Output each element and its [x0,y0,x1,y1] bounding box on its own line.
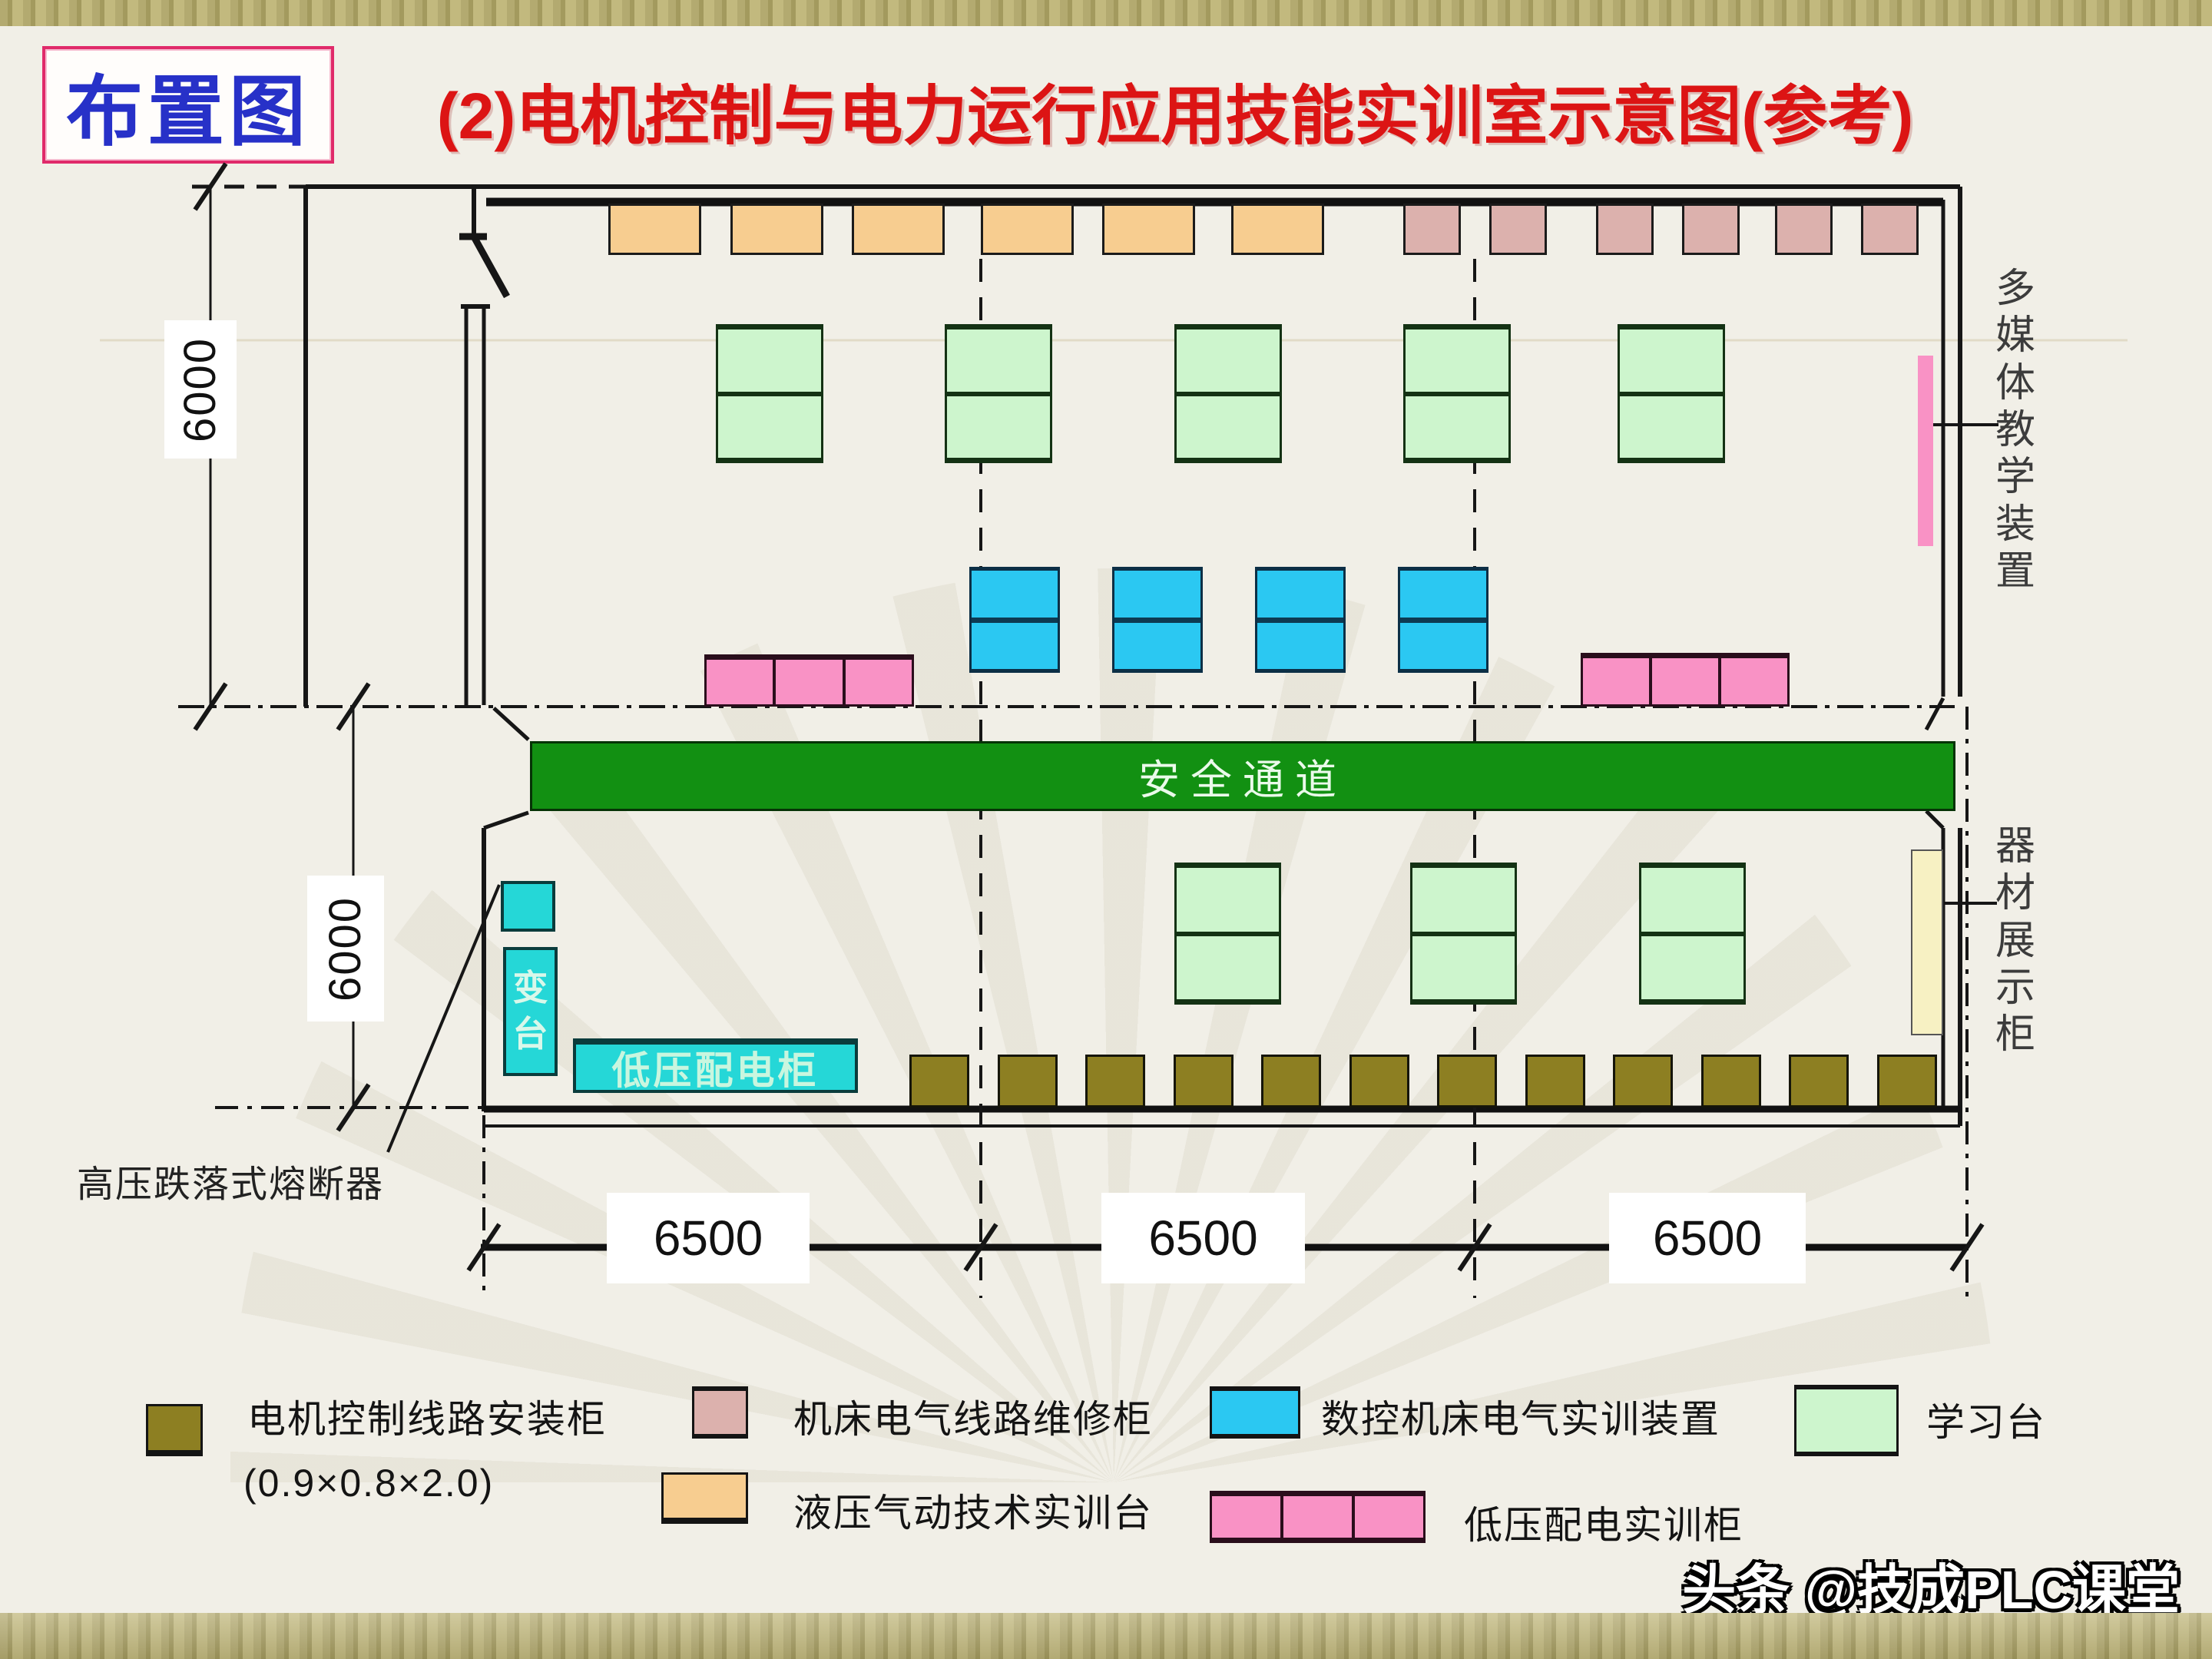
multimedia-device-bar [1918,356,1933,546]
study-table [1410,863,1517,1005]
legend-swatch-cnc-unit [1210,1386,1300,1439]
lv-cell [707,660,773,704]
page-title: (2)电机控制与电力运行应用技能实训室示意图(参考) [436,80,1914,152]
legend-swatch-study-table [1794,1385,1899,1456]
study-table [1639,863,1746,1005]
motor-control-cabinet [1789,1055,1849,1108]
hv-fuse-box [501,881,555,932]
cnc-unit [969,567,1060,673]
lv-training-cabinet [704,654,914,707]
motor-control-cabinet [1349,1055,1409,1108]
legend-label-motor-cabinet: 电机控制线路安装柜 [247,1398,607,1441]
motor-control-cabinet [1701,1055,1761,1108]
dim-6500-bay2: 6500 [1101,1193,1305,1283]
repair-cabinet [1403,204,1461,255]
hydraulic-bench [730,204,823,255]
lv-distribution-label: 低压配电柜 [611,1048,820,1092]
motor-control-cabinet [1525,1055,1585,1108]
motor-control-cabinet [909,1055,969,1108]
lv-distribution-cabinet: 低压配电柜 [573,1038,858,1093]
hydraulic-bench [852,204,945,255]
dim-6500-bay1: 6500 [607,1193,810,1283]
layout-tag-label: 布置图 [66,70,310,155]
lv-training-cabinet [1581,653,1790,707]
transformer-label: 变台 [512,968,548,1054]
dim-6000-top-value: 6000 [175,336,226,442]
dim-6000-bottom-value: 6000 [320,896,371,1002]
cnc-unit [1398,567,1488,673]
equipment-display-label: 器材展示柜 [1995,824,2036,1058]
top-border-bar [0,0,2212,26]
study-table [945,324,1052,463]
motor-control-cabinet [1085,1055,1145,1108]
safety-passage-label: 安全通道 [1138,757,1347,803]
repair-cabinet [1596,204,1654,255]
motor-control-cabinet [998,1055,1058,1108]
repair-cabinet [1775,204,1833,255]
lv-cell [1583,658,1649,704]
hydraulic-bench [1231,204,1324,255]
multimedia-label: 多媒体教学装置 [1995,267,2036,594]
lv-cell [1718,658,1787,704]
study-table [1403,324,1511,463]
repair-cabinet [1682,204,1740,255]
motor-control-cabinet [1877,1055,1937,1108]
motor-control-cabinet [1613,1055,1673,1108]
legend-label-study-table: 学习台 [1926,1401,2046,1444]
hydraulic-bench [981,204,1074,255]
legend-label-cnc-unit: 数控机床电气实训装置 [1321,1398,1720,1441]
lv-cell [1212,1496,1280,1538]
legend-swatch-motor-cabinet [146,1404,203,1456]
safety-passage: 安全通道 [530,741,1955,811]
study-table [716,324,823,463]
watermark: 头条 @技成PLC课堂 [1682,1560,2180,1620]
legend-label-lv-cabinet: 低压配电实训柜 [1464,1504,1743,1547]
bottom-border-bar [0,1613,2212,1659]
equipment-display-cabinet [1911,849,1943,1035]
legend-sub-motor-cabinet: (0.9×0.8×2.0) [243,1462,495,1505]
hv-fuse-label: 高压跌落式熔断器 [77,1164,385,1205]
legend-swatch-hydraulic-bench [661,1472,748,1524]
legend-label-repair-cabinet: 机床电气线路维修柜 [793,1398,1153,1441]
cnc-unit [1112,567,1203,673]
legend-swatch-repair-cabinet [692,1386,748,1439]
study-table [1174,324,1282,463]
motor-control-cabinet [1174,1055,1233,1108]
dim-6000-top: 6000 [164,320,237,459]
lv-cell [1352,1496,1423,1538]
lv-cell [1649,658,1718,704]
legend-swatch-lv-cabinet [1210,1491,1426,1543]
cnc-unit [1255,567,1346,673]
repair-cabinet [1861,204,1919,255]
legend-label-hydraulic-bench: 液压气动技术实训台 [793,1492,1153,1535]
study-table [1618,324,1725,463]
transformer-box: 变台 [503,947,558,1076]
study-table [1174,863,1281,1005]
dim-6000-bottom: 6000 [307,876,384,1022]
motor-control-cabinet [1261,1055,1321,1108]
lv-cell [1280,1496,1352,1538]
hydraulic-bench [608,204,701,255]
repair-cabinet [1489,204,1547,255]
hydraulic-bench [1102,204,1195,255]
layout-tag-box: 布置图 [42,46,334,164]
lv-cell [773,660,843,704]
lv-cell [842,660,912,704]
motor-control-cabinet [1437,1055,1497,1108]
dim-6500-bay3: 6500 [1609,1193,1806,1283]
